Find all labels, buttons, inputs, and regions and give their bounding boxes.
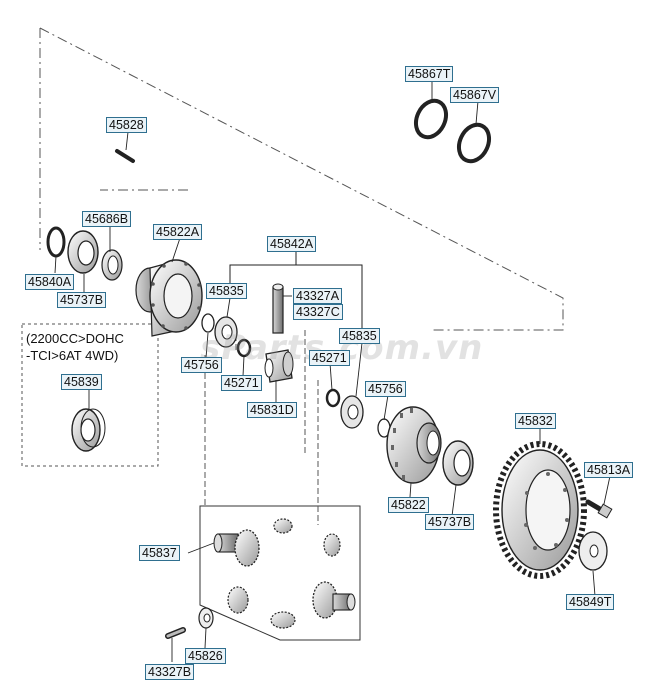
washer-45849T <box>578 531 608 571</box>
snap-ring-45867T <box>413 98 449 140</box>
part-label-45837[interactable]: 45837 <box>139 545 180 561</box>
part-label-45737B-top[interactable]: 45737B <box>57 292 107 308</box>
differential-case-45822A <box>135 259 203 337</box>
part-label-45842A[interactable]: 45842A <box>267 236 317 252</box>
pin-43327B <box>165 627 186 639</box>
pinion-gear-top <box>273 518 293 534</box>
oil-seal-45839 <box>71 408 106 452</box>
thrust-washer-45835-left <box>214 316 238 348</box>
gear-kit-box <box>199 505 361 641</box>
side-gear-shaft <box>213 529 260 567</box>
option-note-line2: -TCI>6AT 4WD) <box>26 348 119 363</box>
washer-45826 <box>198 607 214 629</box>
part-label-45686B[interactable]: 45686B <box>82 211 132 227</box>
washer-45271-right <box>325 388 341 408</box>
part-label-45839[interactable]: 45839 <box>61 374 102 390</box>
part-label-45822[interactable]: 45822 <box>388 497 429 513</box>
side-gear-right <box>312 581 356 619</box>
part-label-45826[interactable]: 45826 <box>185 648 226 664</box>
differential-case-45822 <box>386 406 442 484</box>
pinion-gear-lower <box>227 586 249 614</box>
part-label-45813A[interactable]: 45813A <box>584 462 634 478</box>
bearing-45737B-left <box>67 230 99 274</box>
bearing-race-45686B <box>101 249 123 281</box>
part-label-45828[interactable]: 45828 <box>106 117 147 133</box>
snap-ring-45867V <box>456 122 492 164</box>
ring-45840A <box>46 226 66 258</box>
part-label-45867V[interactable]: 45867V <box>450 87 500 103</box>
part-label-45835-right[interactable]: 45835 <box>339 328 380 344</box>
part-label-43327B[interactable]: 43327B <box>145 664 195 680</box>
part-label-45756-right[interactable]: 45756 <box>365 381 406 397</box>
part-label-45271-right[interactable]: 45271 <box>309 350 350 366</box>
pin-45828 <box>115 149 135 163</box>
option-box <box>21 323 159 467</box>
pinion-gear-bottom <box>270 611 296 629</box>
washer-45756-left <box>201 313 215 333</box>
part-label-43327A[interactable]: 43327A <box>293 288 343 304</box>
spider-45831D <box>264 349 294 383</box>
part-label-45849T[interactable]: 45849T <box>566 594 615 610</box>
part-label-45840A[interactable]: 45840A <box>25 274 75 290</box>
part-label-45831D[interactable]: 45831D <box>247 402 297 418</box>
pinion-gear-mid <box>323 533 341 557</box>
assembly-boundary <box>39 27 564 331</box>
bracket-45842A <box>229 252 363 330</box>
part-label-43327C[interactable]: 43327C <box>293 304 343 320</box>
pinion-shaft-43327A <box>272 283 284 334</box>
leader-lines <box>54 80 611 662</box>
option-note: (2200CC>DOHC -TCI>6AT 4WD) <box>26 330 124 364</box>
part-label-45756-left[interactable]: 45756 <box>181 357 222 373</box>
thrust-washer-45835-right <box>340 395 364 429</box>
part-label-45867T[interactable]: 45867T <box>405 66 454 82</box>
option-note-line1: (2200CC>DOHC <box>26 331 124 346</box>
part-label-45835-left[interactable]: 45835 <box>206 283 247 299</box>
part-label-45832[interactable]: 45832 <box>515 413 556 429</box>
ring-gear-45832 <box>493 441 587 579</box>
part-label-45737B-bottom[interactable]: 45737B <box>425 514 475 530</box>
bolt-45813A <box>585 499 613 519</box>
part-label-45822A[interactable]: 45822A <box>153 224 203 240</box>
part-label-45271-left[interactable]: 45271 <box>221 375 262 391</box>
bearing-45737B-right <box>442 440 474 486</box>
